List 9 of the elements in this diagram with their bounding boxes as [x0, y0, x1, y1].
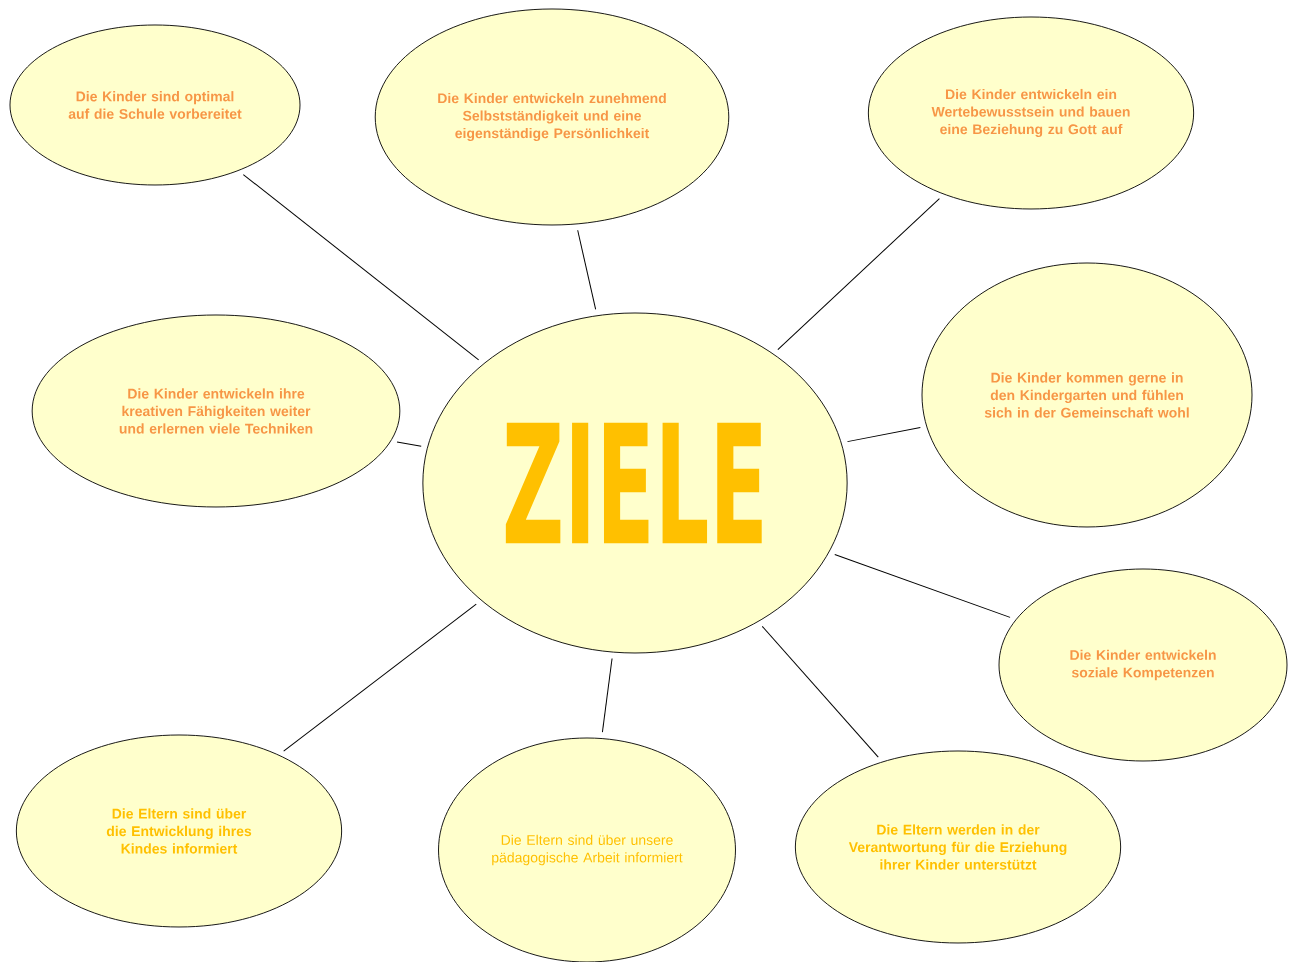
connector-line — [834, 554, 1011, 618]
connector-line — [777, 198, 940, 351]
connector-line — [761, 625, 879, 758]
connector-line — [601, 657, 613, 733]
connector-line — [283, 603, 477, 752]
connector-line — [577, 229, 597, 310]
connector-line — [242, 174, 480, 361]
connector-line — [396, 441, 422, 447]
connector-line — [846, 426, 921, 443]
